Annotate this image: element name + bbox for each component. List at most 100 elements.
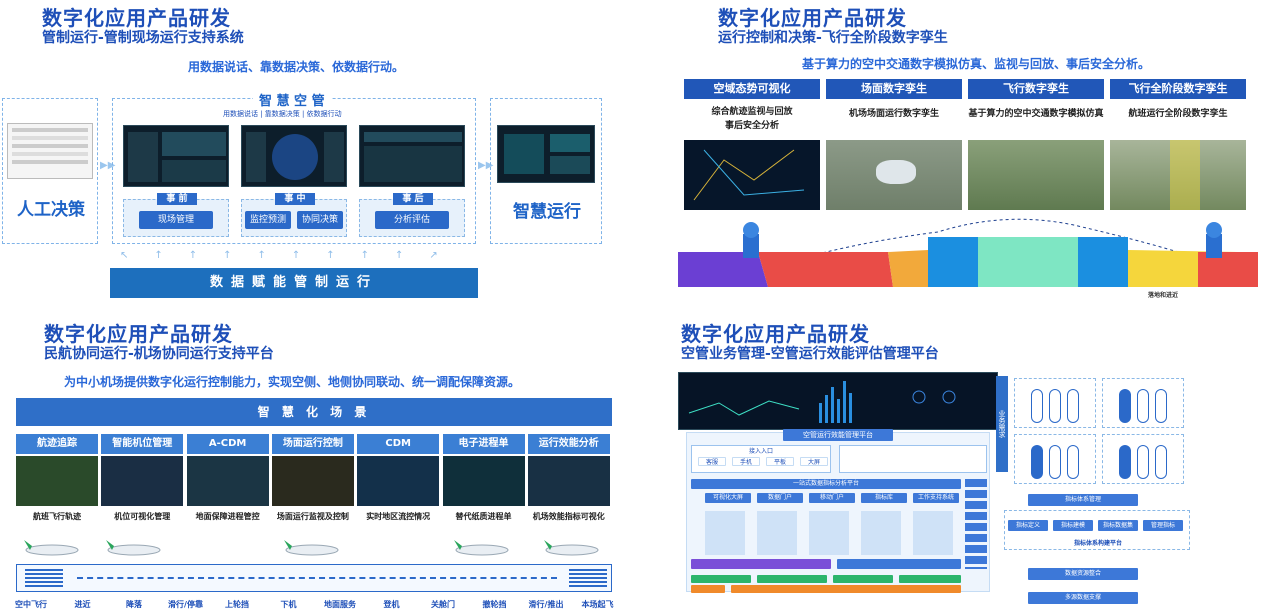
metric-group-4	[1102, 434, 1184, 484]
q1-slogan: 用数据说话、靠数据决策、依数据行动。	[188, 60, 405, 74]
left-label: 人工决策	[17, 200, 85, 220]
platform-title: 空管运行效能管理平台	[783, 429, 893, 441]
metric-build-button[interactable]: 指标建模	[1053, 520, 1093, 531]
scene-caption: 替代纸质进程单	[455, 512, 512, 521]
data-empowerment-bar: 数据赋能管制运行	[110, 268, 478, 298]
full-phase-twin-image	[1110, 140, 1246, 210]
arrow-up-icon: ↖↑↑↑↑↑↑↑↑↗	[120, 250, 464, 261]
scene-title[interactable]: 电子进程单	[442, 434, 525, 454]
access-item[interactable]: 平板	[766, 457, 794, 466]
right-box: 智慧运行	[490, 98, 602, 244]
stage-label-after: 事 后	[393, 193, 433, 205]
phase-taxi-park: 滑行停靠	[1215, 292, 1240, 299]
timeline-label: 滑行/推出	[528, 600, 564, 609]
efficiency-dashboard-screenshot	[678, 372, 998, 430]
metric-system-management-tag: 指标体系管理	[1028, 494, 1138, 506]
analysis-grid	[705, 511, 961, 555]
metric-build-button[interactable]: 指标数据集	[1098, 520, 1138, 531]
timeline-label: 上轮挡	[225, 600, 249, 609]
q2-title: 数字化应用产品研发	[718, 6, 907, 30]
scene-caption: 地面保障进程管控	[195, 512, 260, 521]
smart-scenario-bar: 智 慧 化 场 景	[16, 398, 612, 426]
green-bar-1	[691, 575, 751, 583]
airplane-icon	[542, 538, 602, 558]
access-panel: 接入入口 客服手机平板大屏	[691, 445, 831, 473]
mobile-panel	[839, 445, 987, 473]
arrow-right-icon: ▶▶	[100, 160, 116, 171]
arrow-right-icon: ▶▶	[478, 160, 494, 171]
access-item[interactable]: 客服	[698, 457, 726, 466]
q3-subtitle: 民航协同运行-机场协同运行支持平台	[44, 346, 274, 362]
airplane-icon	[452, 538, 512, 558]
timeline-label: 滑行/停靠	[168, 600, 203, 609]
analysis-item[interactable]: 数据门户	[757, 493, 803, 503]
quadrant-efficiency-platform: 数字化应用产品研发 空管业务管理-空管运行效能评估管理平台 空管运行效能管理平台…	[634, 306, 1268, 613]
q2-subtitle: 运行控制和决策-飞行全阶段数字孪生	[718, 30, 948, 46]
scene-title[interactable]: 运行效能分析	[527, 434, 610, 454]
analysis-item[interactable]: 移动门户	[809, 493, 855, 503]
multi-source-tag: 多源数据支撑	[1028, 592, 1138, 604]
timeline-label: 降落	[126, 600, 142, 609]
access-item[interactable]: 手机	[732, 457, 760, 466]
scene-title[interactable]: 航迹追踪	[16, 434, 98, 454]
metric-build-box	[1004, 510, 1190, 550]
panel-title-full-phase: 飞行全阶段数字孪生	[1110, 79, 1246, 99]
orange-bar-1	[691, 585, 725, 593]
scene-screenshot	[271, 456, 354, 506]
airplane-icon	[22, 538, 82, 558]
analysis-item[interactable]: 可视化大屏	[705, 493, 751, 503]
q4-subtitle: 空管业务管理-空管运行效能评估管理平台	[681, 346, 939, 362]
collaborative-decision-button[interactable]: 协同决策	[297, 211, 343, 229]
orange-bar-2	[731, 585, 961, 593]
scene-title[interactable]: 智能机位管理	[101, 434, 184, 454]
timeline-label: 下机	[280, 600, 297, 609]
panel-title-airspace: 空域态势可视化	[684, 79, 820, 99]
metric-build-button[interactable]: 管理指标	[1143, 520, 1183, 531]
analysis-item[interactable]: 工作支持系统	[913, 493, 959, 503]
timeline-label: 进近	[74, 600, 91, 609]
quadrant-airport-cdm: 数字化应用产品研发 民航协同运行-机场协同运行支持平台 为中小机场提供数字化运行…	[0, 306, 634, 613]
scene-screenshot	[357, 456, 440, 506]
metric-group-1	[1014, 378, 1096, 428]
panel-desc-full-phase: 航班运行全阶段数字孪生	[1128, 109, 1228, 119]
q1-subtitle: 管制运行-管制现场运行支持系统	[42, 30, 244, 46]
site-management-button[interactable]: 现场管理	[139, 211, 213, 229]
quadrant-air-traffic-control: 数字化应用产品研发 管制运行-管制现场运行支持系统 用数据说话、靠数据决策、依数…	[0, 0, 634, 306]
access-item[interactable]: 大屏	[800, 457, 828, 466]
scene-title[interactable]: 场面运行控制	[271, 434, 354, 454]
scene-screenshot	[186, 456, 269, 506]
timeline-label: 地面服务	[324, 600, 356, 609]
timeline-label: 登机	[383, 600, 400, 609]
phase-climb: 爬升	[903, 292, 916, 299]
center-title: 智 慧 空 管	[253, 90, 331, 109]
dashboard-screenshot-4	[497, 125, 595, 183]
management-layer-bar	[691, 559, 831, 569]
green-bar-4	[899, 575, 961, 583]
dashboard-screenshot-3	[359, 125, 465, 187]
q4-title: 数字化应用产品研发	[681, 322, 870, 346]
flight-phase-track	[678, 218, 1258, 287]
analysis-item[interactable]: 指标库	[861, 493, 907, 503]
phase-descent: 下降	[1096, 292, 1109, 299]
stage-label-during: 事 中	[275, 193, 315, 205]
metric-build-button[interactable]: 指标定义	[1008, 520, 1048, 531]
scene-title[interactable]: A-CDM	[186, 434, 269, 454]
scene-caption: 机位可视化管理	[114, 512, 171, 521]
scene-title[interactable]: CDM	[357, 434, 440, 454]
left-box: 人工决策	[2, 98, 98, 244]
analysis-evaluation-button[interactable]: 分析评估	[375, 211, 449, 229]
airport-surface-image	[826, 140, 962, 210]
scene-screenshot	[16, 456, 98, 506]
metric-build-platform-label: 指标体系构建平台	[1073, 540, 1122, 547]
phase-landing: 落地和进近	[1147, 292, 1178, 299]
timeline-label: 空中飞行	[15, 600, 47, 609]
metric-group-3	[1014, 434, 1096, 484]
phase-cruise: 巡航	[1021, 292, 1034, 299]
analysis-items: 可视化大屏数据门户移动门户指标库工作支持系统	[705, 493, 961, 505]
business-needs-column: 业务需求	[996, 376, 1008, 472]
monitor-predict-button[interactable]: 监控预测	[245, 211, 291, 229]
efficiency-platform-diagram: 空管运行效能管理平台 接入入口 客服手机平板大屏 一站式数据指标分析平台 可视化…	[686, 429, 990, 593]
flight-twin-image	[968, 140, 1104, 210]
q3-slogan: 为中小机场提供数字化运行控制能力，实现空侧、地侧协同联动、统一调配保障资源。	[64, 375, 521, 389]
side-tag-column	[965, 479, 987, 569]
